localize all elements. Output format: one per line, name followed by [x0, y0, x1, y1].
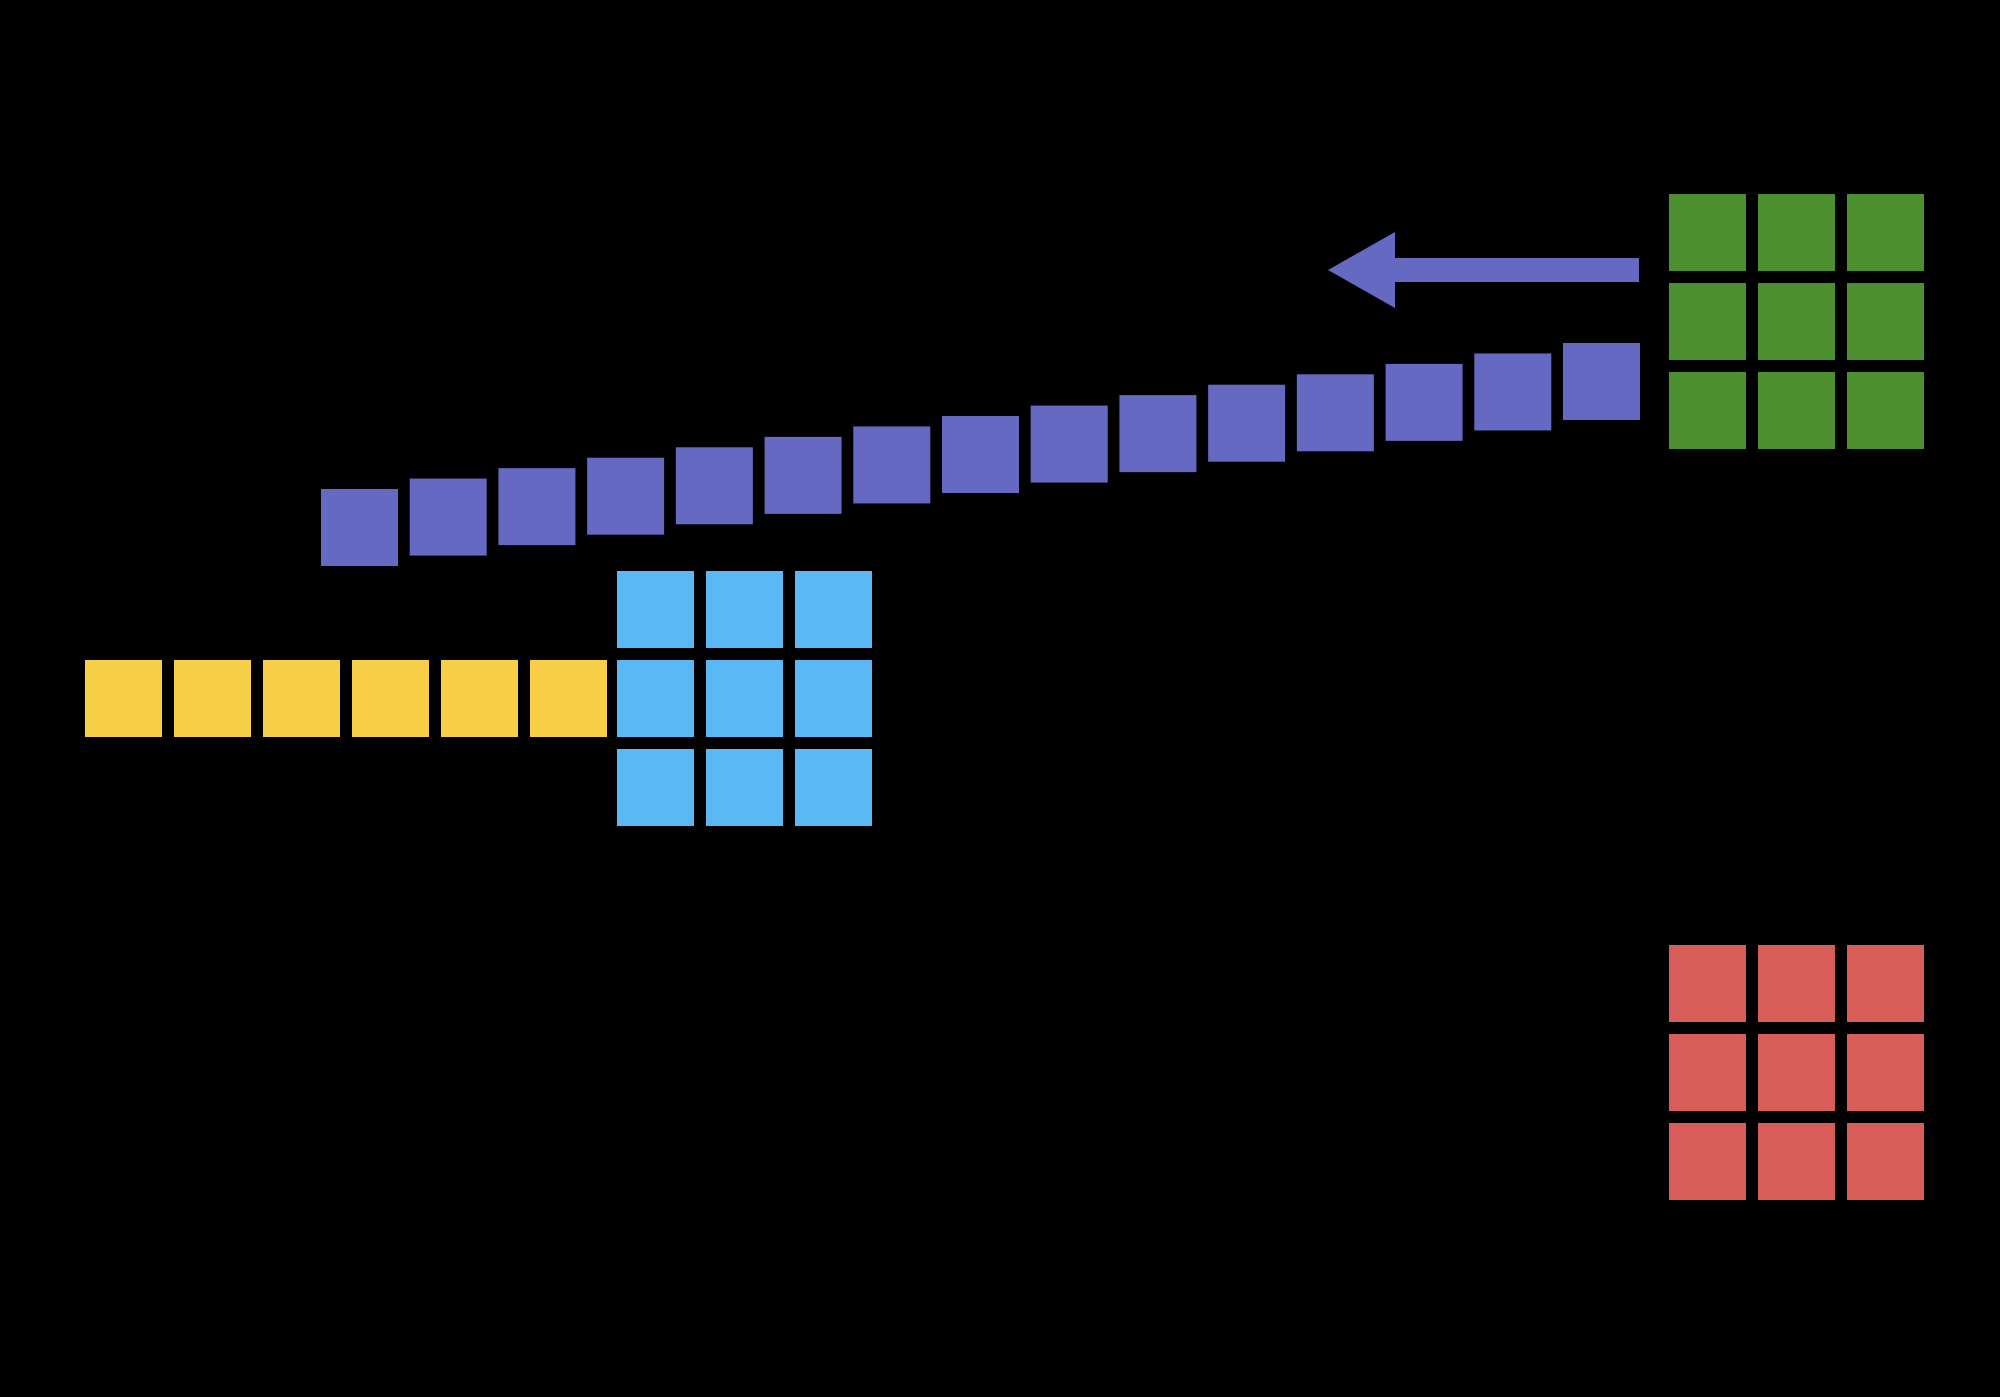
- yellow-row: [85, 660, 607, 737]
- green-grid: [1669, 194, 1924, 449]
- purple-square: [675, 447, 753, 525]
- red-square: [1758, 1034, 1835, 1111]
- purple-square: [853, 426, 931, 504]
- red-grid: [1669, 945, 1924, 1200]
- yellow-square: [263, 660, 340, 737]
- purple-square: [1208, 384, 1286, 462]
- red-square: [1847, 1123, 1924, 1200]
- purple-square: [1474, 353, 1552, 431]
- red-square: [1847, 945, 1924, 1022]
- blue-square: [706, 571, 783, 648]
- green-square: [1758, 194, 1835, 271]
- yellow-square: [174, 660, 251, 737]
- yellow-square: [441, 660, 518, 737]
- green-square: [1758, 372, 1835, 449]
- yellow-square: [530, 660, 607, 737]
- arrow-shaft: [1393, 258, 1639, 282]
- red-square: [1847, 1034, 1924, 1111]
- green-square: [1669, 372, 1746, 449]
- arrow-left-icon: [1328, 232, 1639, 308]
- green-square: [1847, 283, 1924, 360]
- purple-square: [942, 416, 1019, 493]
- blue-grid: [617, 571, 872, 826]
- purple-square: [1296, 374, 1374, 452]
- red-square: [1669, 1034, 1746, 1111]
- purple-square: [409, 478, 487, 556]
- purple-square: [1563, 343, 1640, 420]
- green-square: [1758, 283, 1835, 360]
- red-square: [1669, 945, 1746, 1022]
- yellow-square: [352, 660, 429, 737]
- yellow-square: [85, 660, 162, 737]
- blue-square: [617, 749, 694, 826]
- purple-square: [764, 436, 842, 514]
- blue-square: [795, 571, 872, 648]
- blue-square: [706, 660, 783, 737]
- green-square: [1669, 283, 1746, 360]
- blue-square: [795, 749, 872, 826]
- blue-square: [795, 660, 872, 737]
- green-square: [1669, 194, 1746, 271]
- arrow-head: [1328, 232, 1395, 308]
- red-square: [1758, 1123, 1835, 1200]
- red-square: [1758, 945, 1835, 1022]
- purple-square: [1119, 395, 1197, 473]
- red-square: [1669, 1123, 1746, 1200]
- purple-diagonal-row: [321, 343, 1640, 566]
- purple-square: [1385, 363, 1463, 441]
- blue-square: [617, 660, 694, 737]
- green-square: [1847, 372, 1924, 449]
- purple-square: [321, 489, 398, 566]
- blue-square: [706, 749, 783, 826]
- green-square: [1847, 194, 1924, 271]
- purple-square: [1030, 405, 1108, 483]
- blue-square: [617, 571, 694, 648]
- purple-square: [587, 457, 665, 535]
- purple-square: [498, 468, 576, 546]
